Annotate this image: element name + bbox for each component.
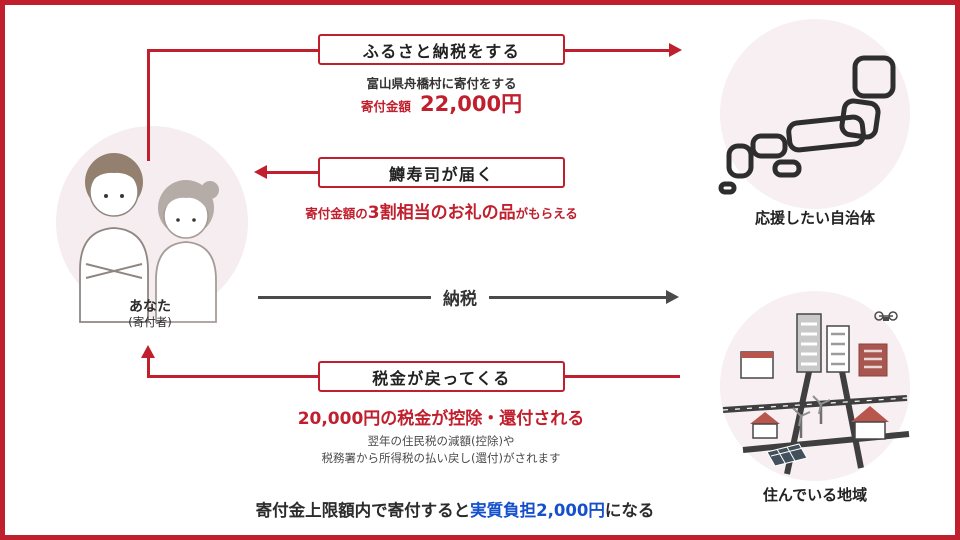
refund-arrow-left-segment [147,375,318,378]
refund-box-label: 税金が戻ってくる [372,368,511,388]
kyushu-shape [726,143,754,179]
refund-arrowhead-icon [141,345,155,358]
donate-amount: 寄付金額 22,000円 [318,91,565,120]
woman-icon [155,180,219,323]
footer-summary: 寄付金上限額内で寄付すると実質負担2,000円になる [100,497,810,521]
house-icon [854,421,886,440]
hokkaido-shape [852,55,896,99]
refund-headline: 20,000円の税金が控除・還付される [297,409,585,429]
gift-box: 鱒寿司が届く [318,157,565,188]
gift-box-label: 鱒寿司が届く [388,164,494,184]
donate-arrowhead-icon [669,43,682,57]
chugoku-shape [750,133,788,159]
japan-map-icon [718,19,910,209]
refund-details: 翌年の住民税の減額(控除)や 税務署から所得税の払い戻し(還付)がされます [241,433,641,466]
honshu-shape [786,114,866,153]
refund-arrow-right-segment [565,375,680,378]
buildings [740,313,889,440]
footer-highlight: 実質負担2,000円 [470,501,605,520]
gift-arrow-segment [267,171,318,174]
refund-detail-line1: 翌年の住民税の減額(控除)や [367,434,515,448]
footer-suffix: になる [604,501,655,520]
gift-arrowhead-icon [254,165,267,179]
gift-note-prefix: 寄付金額の [305,206,368,221]
donate-arrow-left-segment [147,49,318,52]
gift-note: 寄付金額の3割相当のお礼の品がもらえる [238,198,645,223]
drone-icon [874,311,898,321]
footer-prefix: 寄付金上限額内で寄付すると [255,501,471,520]
gift-note-suffix: がもらえる [515,206,578,221]
white-tower-icon [826,325,850,373]
wind-turbine-icon [792,395,831,438]
couple-icon [56,126,248,323]
donate-arrow-right-segment [565,49,669,52]
municipality-label: 応援したい自治体 [754,209,875,227]
gift-note-highlight: 3割相当のお礼の品 [367,203,516,223]
donate-box-label: ふるさと納税をする [362,41,521,61]
refund-arrow-vertical [147,357,150,377]
shikoku-shape [772,159,802,178]
donor-label: あなた [129,299,171,315]
refund-box: 税金が戻ってくる [318,361,565,392]
solar-panel-icon [766,443,808,467]
tax-arrowhead-icon [666,290,679,304]
house-roof-icon [851,406,889,422]
refund-detail-line2: 税務署から所得税の払い戻し(還付)がされます [321,450,561,465]
donate-arrow-vertical [147,49,150,161]
donor-sublabel: (寄付者) [128,315,172,329]
donate-amount-label: 寄付金額 [360,99,411,114]
okinawa-shape [718,181,737,195]
donate-amount-value: 22,000円 [420,92,523,116]
donate-box: ふるさと納税をする [318,34,565,65]
tax-label: 納税 [431,284,489,310]
city-icon [720,291,910,481]
region-label: 住んでいる地域 [762,486,868,504]
donate-desc: 富山県舟橋村に寄付をする [366,76,517,91]
man-icon [79,153,149,323]
